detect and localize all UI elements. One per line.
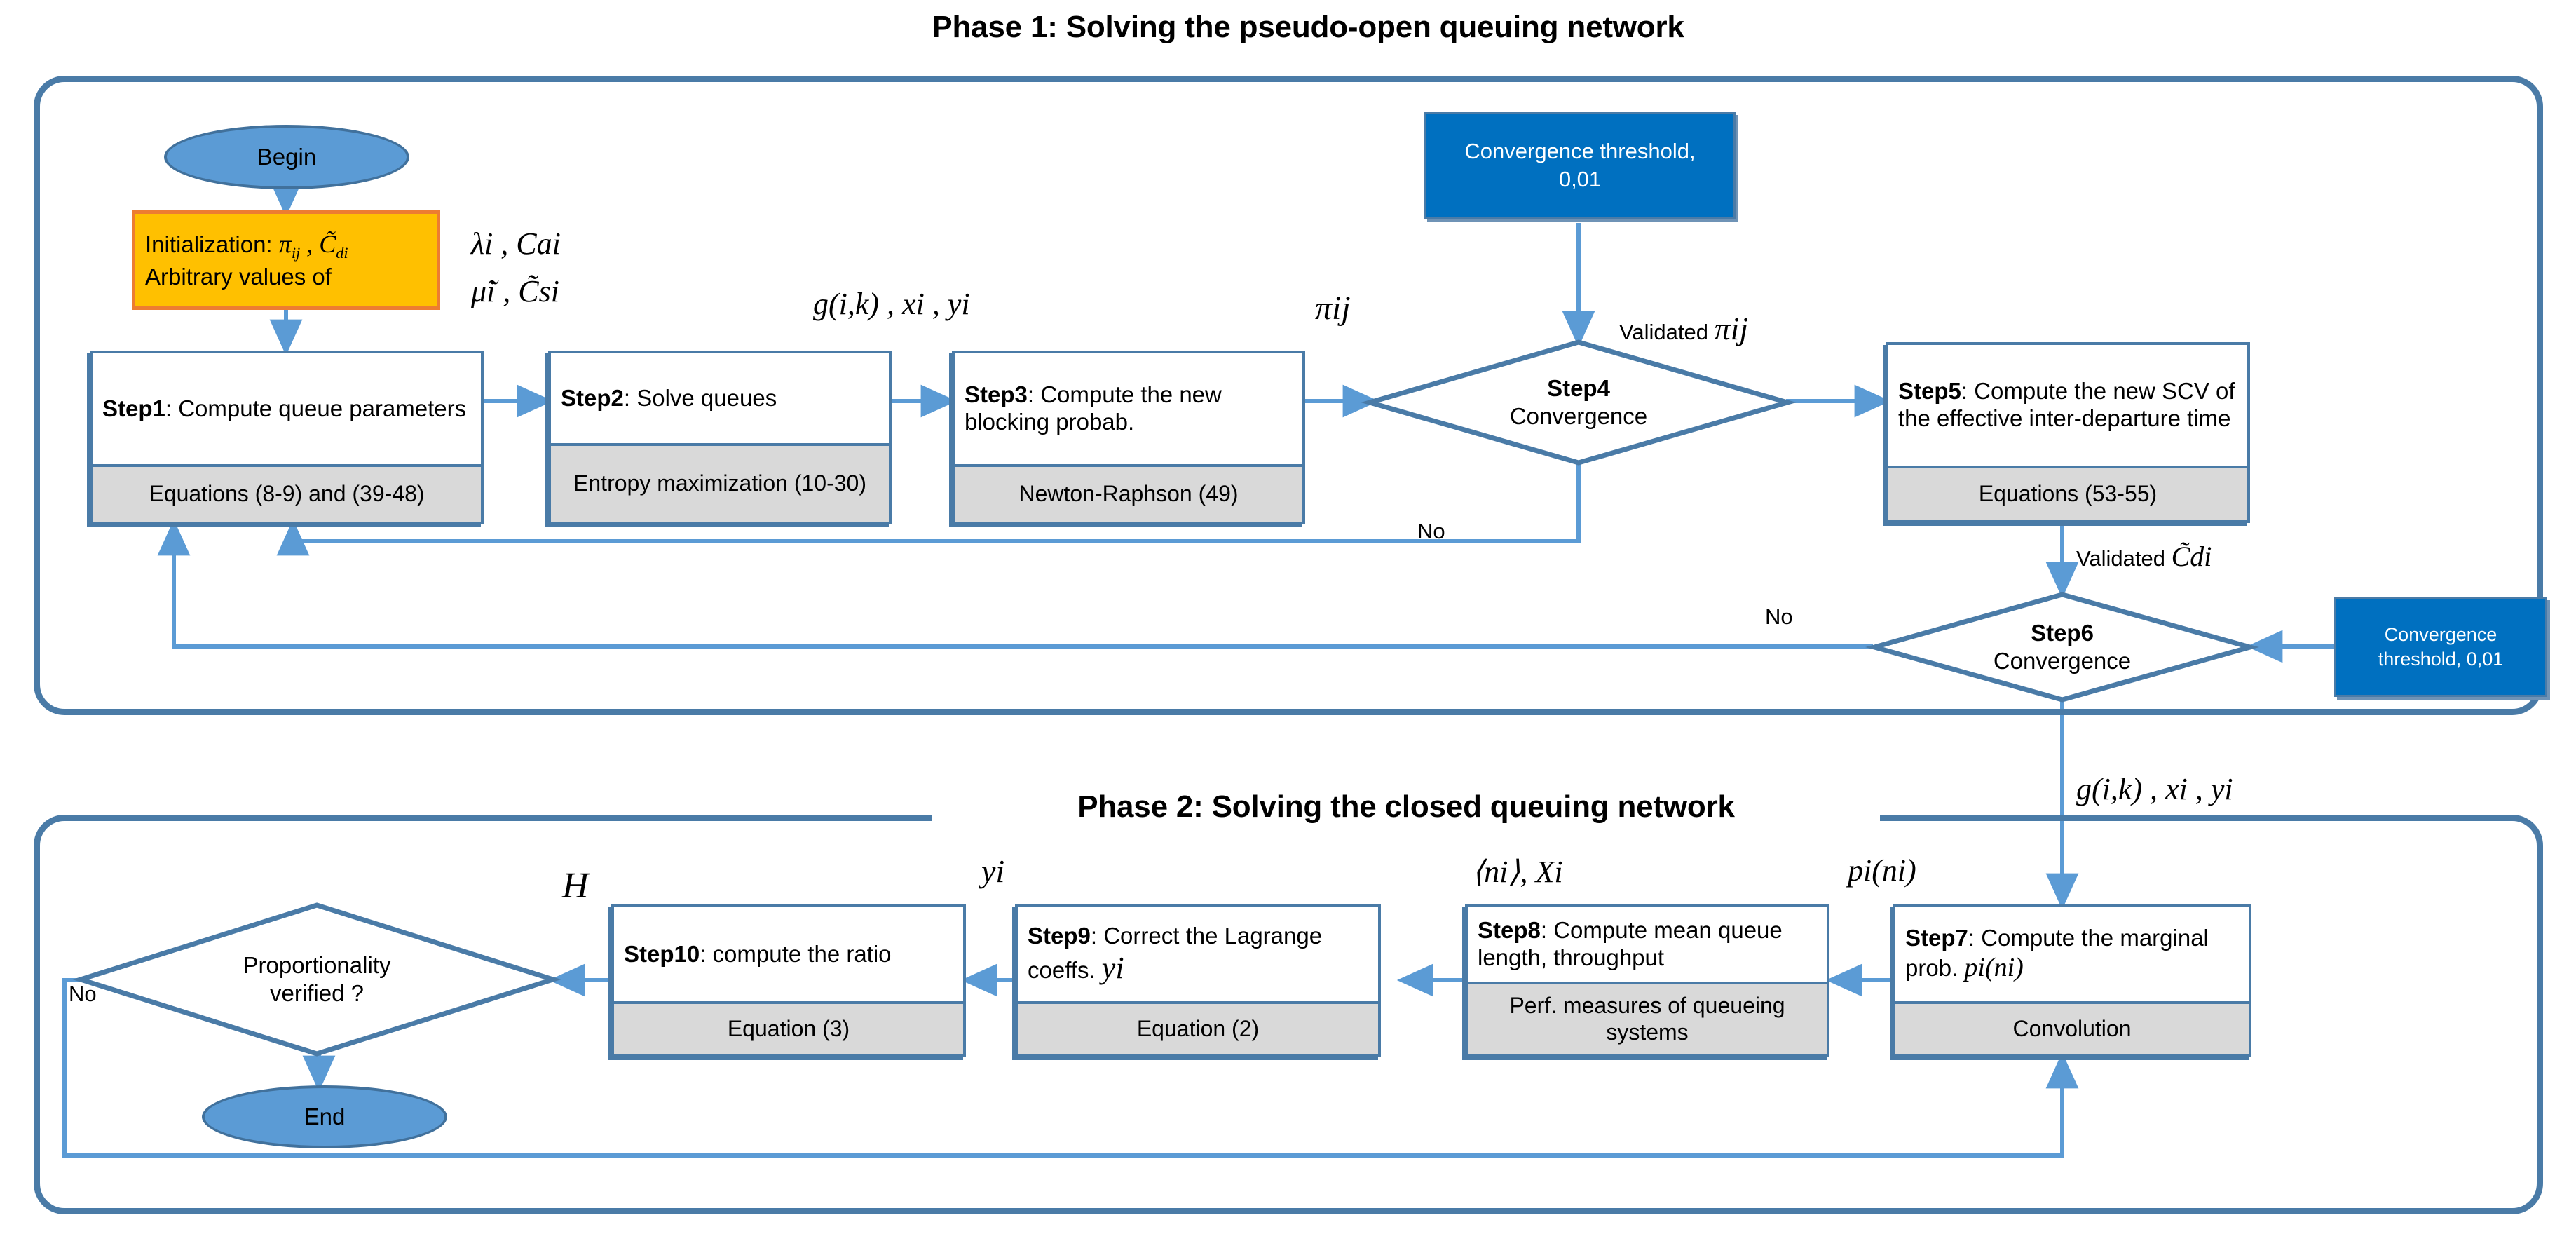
proportionality-decision: Proportionality verified ? <box>72 902 561 1057</box>
step5-box: Step5: Compute the new SCV of the effect… <box>1886 342 2250 523</box>
phase1-title: Phase 1: Solving the pseudo-open queuing… <box>792 10 1824 45</box>
step6-decision: Step6 Convergence <box>1865 592 2259 703</box>
step1-label: Step1 <box>102 395 165 421</box>
initialization-prefix: Initialization: <box>145 231 279 258</box>
threshold-top-line1: Convergence threshold, <box>1464 138 1696 163</box>
step7-top: Step7: Compute the marginal prob. pi(ni) <box>1895 907 2249 1001</box>
p-i-ni-label: pi(ni) <box>1848 853 1916 888</box>
validated-pi-label: Validated πij <box>1619 311 1749 346</box>
validated-cdi-label: Validated C̃di <box>2076 541 2212 572</box>
step1-title: : Compute queue parameters <box>165 395 467 421</box>
step7-method: Convolution <box>1895 1001 2249 1054</box>
step2-method: Entropy maximization (10-30) <box>551 443 889 522</box>
h-label: H <box>562 866 589 906</box>
step8-method: Perf. measures of queueing systems <box>1468 982 1827 1054</box>
g-x-y-phase-label: g(i,k) , xi , yi <box>2076 772 2233 806</box>
step9-inline-math: yi <box>1101 950 1124 985</box>
begin-terminator: Begin <box>164 125 409 189</box>
step9-top: Step9: Correct the Lagrange coeffs. yi <box>1018 907 1378 1001</box>
step7-box: Step7: Compute the marginal prob. pi(ni)… <box>1893 904 2251 1057</box>
step9-box: Step9: Correct the Lagrange coeffs. yi E… <box>1015 904 1381 1057</box>
step1-top: Step1: Compute queue parameters <box>93 353 481 464</box>
step7-title: : Compute the marginal prob. <box>1905 925 2209 982</box>
mu-cs-label: μ̃i , C̃si <box>471 274 560 308</box>
initialization-box: Initialization: πij , C̃di Arbitrary val… <box>132 210 440 310</box>
step7-label: Step7 <box>1905 925 1968 951</box>
threshold-right-box: Convergence threshold, 0,01 <box>2334 597 2547 697</box>
no-step6-label: No <box>1765 604 1793 629</box>
step10-box: Step10: compute the ratio Equation (3) <box>611 904 966 1057</box>
step2-box: Step2: Solve queues Entropy maximization… <box>548 351 892 524</box>
step3-label: Step3 <box>965 381 1028 408</box>
g-x-y-top-label: g(i,k) , xi , yi <box>813 287 970 321</box>
step1-method: Equations (8-9) and (39-48) <box>93 464 481 522</box>
step5-top: Step5: Compute the new SCV of the effect… <box>1888 345 2247 466</box>
no-step4-label: No <box>1417 519 1445 543</box>
proportionality-line1: Proportionality <box>243 952 391 979</box>
step10-top: Step10: compute the ratio <box>614 907 963 1001</box>
step9-label: Step9 <box>1028 922 1091 949</box>
y-i-step9-label: yi <box>981 853 1005 889</box>
step4-line2: Convergence <box>1509 403 1648 429</box>
threshold-top-box: Convergence threshold, 0,01 <box>1424 112 1736 219</box>
step10-label: Step10 <box>624 940 700 967</box>
step9-method: Equation (2) <box>1018 1001 1378 1054</box>
step8-label: Step8 <box>1478 917 1541 944</box>
pi-ij-step4-label: πij <box>1315 290 1351 327</box>
step3-box: Step3: Compute the new blocking probab. … <box>952 351 1305 524</box>
threshold-right-line1: Convergence <box>2384 623 2497 645</box>
phase1-frame <box>34 76 2543 715</box>
step2-top: Step2: Solve queues <box>551 353 889 443</box>
initialization-math: πij , C̃di <box>278 230 348 262</box>
step1-box: Step1: Compute queue parameters Equation… <box>90 351 484 524</box>
step7-inline-math: pi(ni) <box>1964 953 2024 983</box>
step5-method: Equations (53-55) <box>1888 466 2247 520</box>
step9-title: : Correct the Lagrange coeffs. <box>1028 922 1323 983</box>
step8-box: Step8: Compute mean queue length, throug… <box>1465 904 1829 1057</box>
step6-label: Step6 <box>2031 620 2094 646</box>
threshold-top-line2: 0,01 <box>1558 167 1602 191</box>
step3-title: : Compute the new blocking probab. <box>965 381 1222 435</box>
step8-title: : Compute mean queue length, throughput <box>1478 917 1783 970</box>
step3-method: Newton-Raphson (49) <box>955 464 1302 522</box>
step5-label: Step5 <box>1898 378 1961 405</box>
lambda-ca-label: λi , Cai <box>471 226 561 261</box>
step6-line2: Convergence <box>1993 648 2132 674</box>
n-i-x-i-label: ⟨ni⟩, Xi <box>1472 855 1563 889</box>
phase2-title: Phase 2: Solving the closed queuing netw… <box>932 789 1880 825</box>
step4-decision: Step4 Convergence <box>1361 339 1797 466</box>
proportionality-line2: verified ? <box>270 980 364 1006</box>
step5-title: : Compute the new SCV of the effective i… <box>1898 378 2235 431</box>
step3-top: Step3: Compute the new blocking probab. <box>955 353 1302 464</box>
threshold-right-line2: threshold, 0,01 <box>2378 649 2504 670</box>
step10-method: Equation (3) <box>614 1001 963 1054</box>
step2-title: : Solve queues <box>623 384 777 411</box>
initialization-line2: Arbitrary values of <box>145 263 332 290</box>
step10-title: : compute the ratio <box>700 940 892 967</box>
step2-label: Step2 <box>561 384 624 411</box>
no-proportionality-label: No <box>69 982 97 1006</box>
end-terminator: End <box>202 1085 447 1148</box>
step8-top: Step8: Compute mean queue length, throug… <box>1468 907 1827 982</box>
step4-label: Step4 <box>1547 375 1610 402</box>
